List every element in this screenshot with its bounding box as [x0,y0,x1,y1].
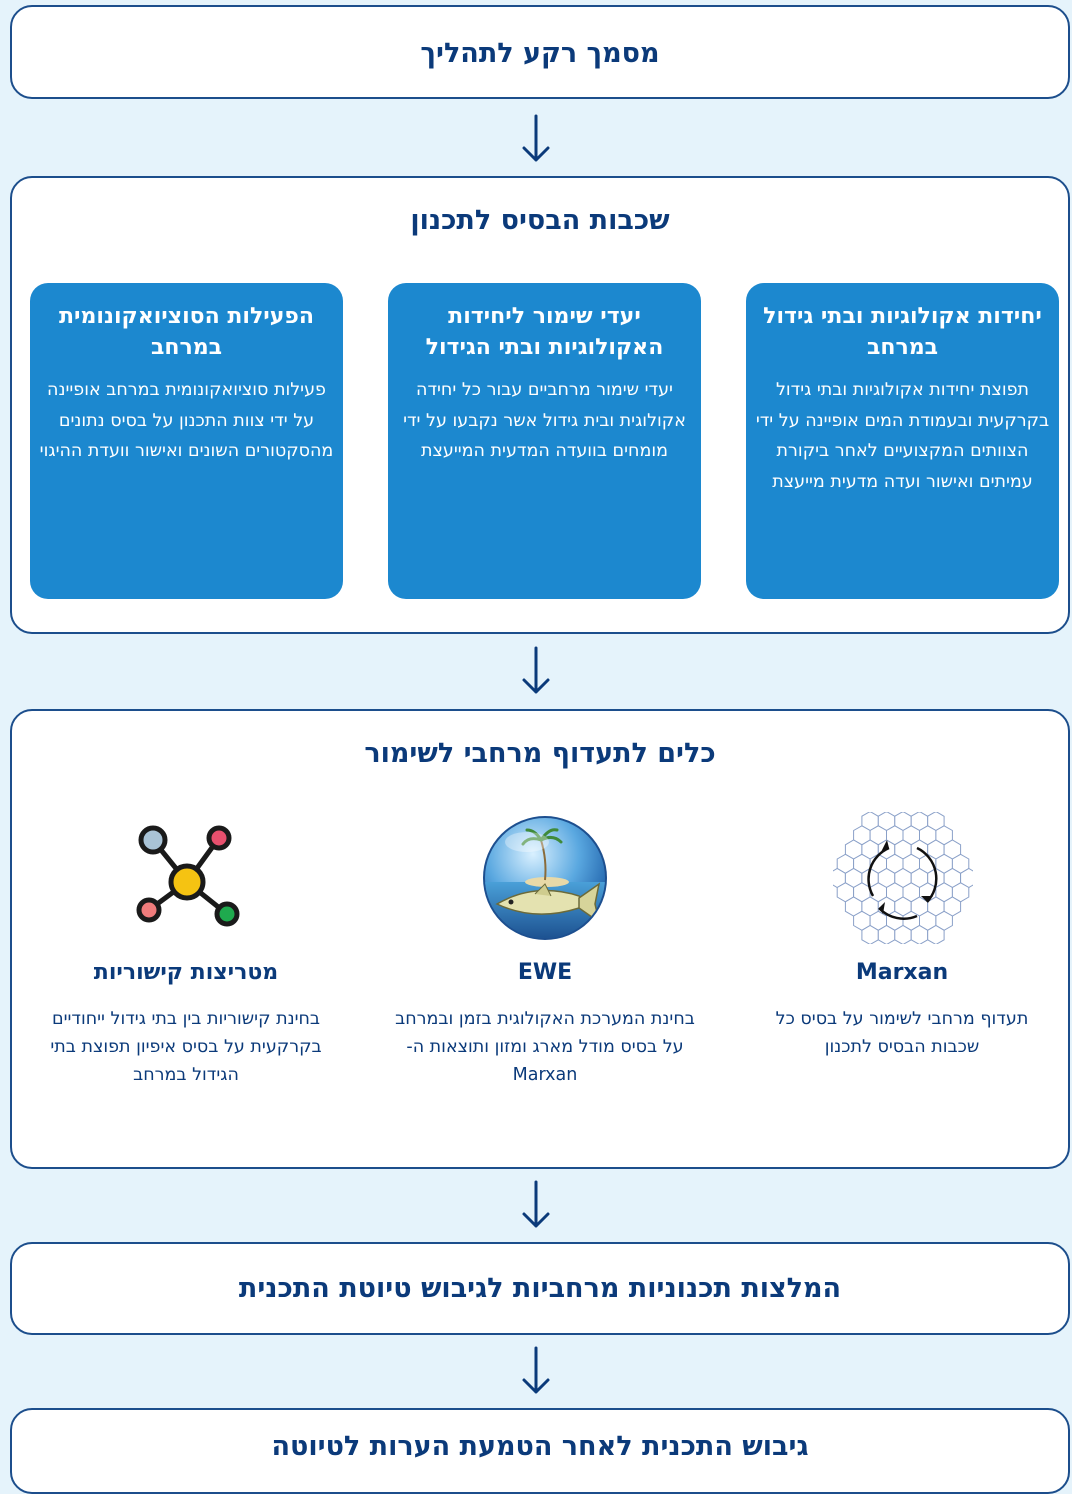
arrow-down-icon [522,1346,550,1394]
tool-desc-ewe: בחינת המערכת האקולוגית בזמן ובמרחב על בס… [395,1009,695,1085]
background-doc-title: מסמך רקע לתהליך [420,38,660,69]
tool-name-ewe: EWE [517,960,573,985]
tool-name-marxan: Marxan [855,960,949,985]
card-body: יעדי שימור מרחביים עבור כל יחידה אקולוגי… [403,380,686,461]
tool-desc-marxan: תעדוף מרחבי לשימור על בסיס כל שכבות הבסי… [775,1009,1029,1057]
arrow-down-icon [522,114,550,162]
final-plan-panel: גיבוש התכנית לאחר הטמעת הערות לטיוטה [10,1408,1070,1494]
recommendations-panel: המלצות תכנוניות מרחביות לגיבוש טיוטת התכ… [10,1242,1070,1335]
base-layers-title: שכבות הבסיס לתכנון [410,205,670,236]
card-conservation-targets: יעדי שימור ליחידות האקולוגיות ובתי הגידו… [388,283,701,599]
hex-cell [927,924,945,944]
hex-grid-icon [833,812,973,944]
card-title: יעדי שימור ליחידות האקולוגיות ובתי הגידו… [425,304,664,360]
recommendations-title: המלצות תכנוניות מרחביות לגיבוש טיוטת התכ… [238,1273,842,1304]
arrow-down-icon [522,646,550,694]
background-doc-panel: מסמך רקע לתהליך [10,5,1070,99]
card-socioeconomic: הפעילות הסוציואקונומית במרחב פעילות סוצי… [30,283,343,599]
arrow-down-icon [522,1180,550,1228]
tool-name-connectivity: מטריצות קישוריות [93,960,279,985]
card-ecological-units: יחידות אקולוגיות ובתי גידול במרחב תפוצת … [746,283,1059,599]
card-title: יחידות אקולוגיות ובתי גידול במרחב [763,304,1042,360]
card-body: תפוצת יחידות אקולוגיות ובתי גידול בקרקעי… [755,380,1050,492]
arrowhead [879,902,885,914]
network-nodes-icon [136,825,240,927]
tools-title: כלים לתעדוף מרחבי לשימור [364,738,716,769]
final-plan-title: גיבוש התכנית לאחר הטמעת הערות לטיוטה [271,1431,809,1462]
card-body: פעילות סוציואקונומית במרחב אופיינה על יד… [39,380,334,461]
card-title: הפעילות הסוציואקונומית במרחב [59,304,314,360]
fish-globe-icon [483,816,607,940]
arrowhead [921,896,933,902]
tool-desc-connectivity: בחינת קישוריות בין בתי גידול ייחודיים בק… [50,1009,322,1085]
arrowhead [881,840,889,852]
